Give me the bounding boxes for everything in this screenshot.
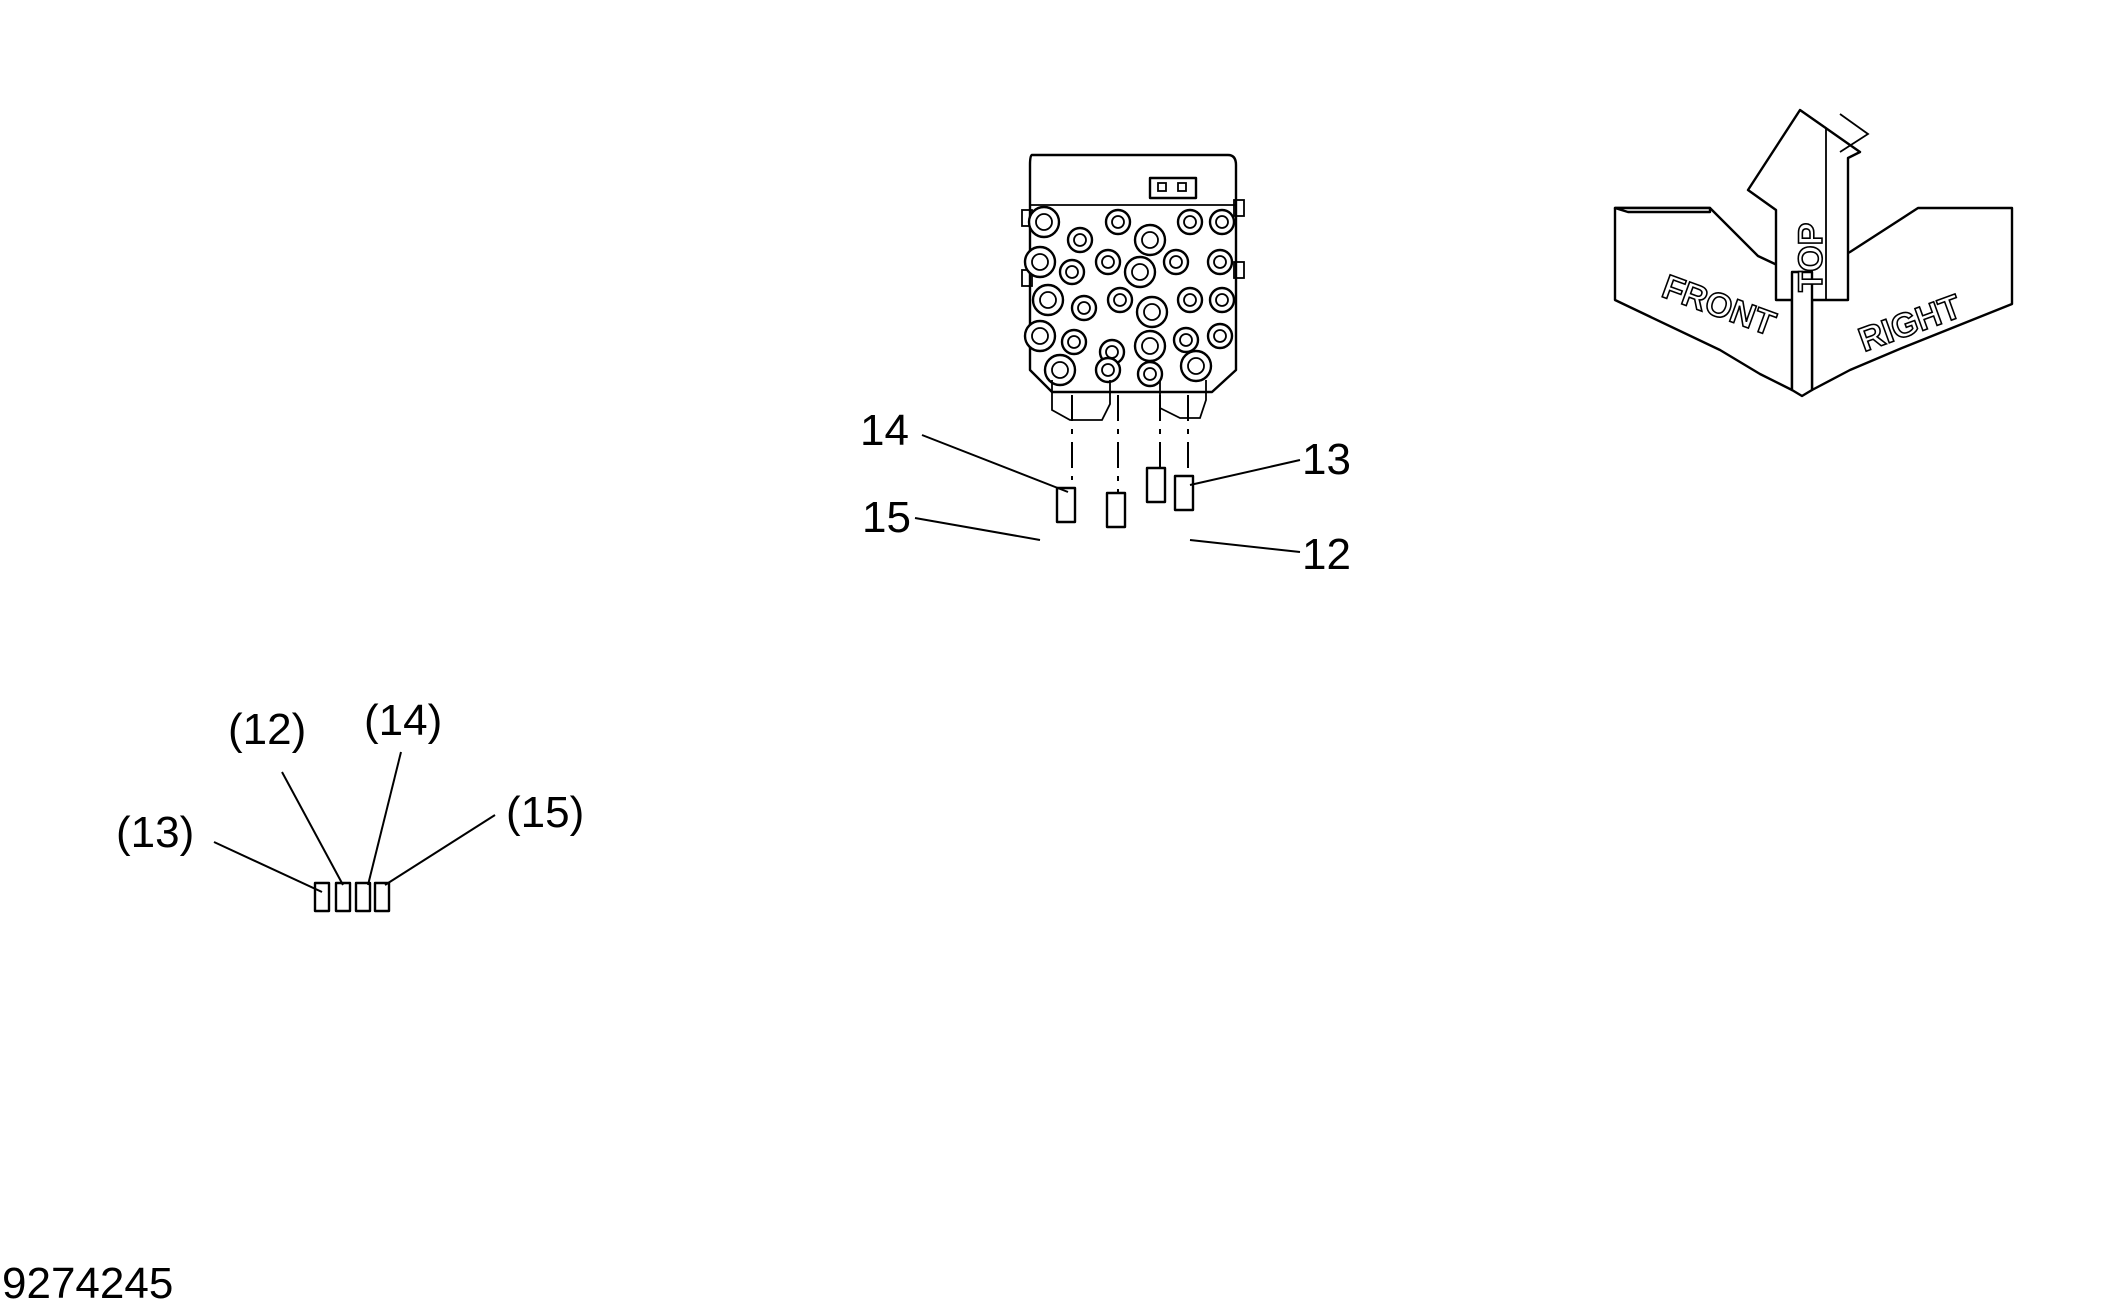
valve-bolt	[1123, 255, 1157, 289]
valve-bolt-core	[1101, 363, 1115, 377]
valve-bolt-core	[1035, 213, 1053, 231]
valve-bolt	[1094, 356, 1122, 384]
valve-bolt	[1135, 295, 1169, 329]
valve-bolt-core	[1183, 215, 1197, 229]
valve-bolt-core	[1215, 293, 1229, 307]
hose-fitting	[1105, 491, 1127, 529]
drawing-number: 9274245	[2, 1259, 174, 1308]
hose-fitting	[334, 881, 352, 913]
hose-fitting	[1055, 486, 1077, 524]
valve-bolt-core	[1067, 335, 1081, 349]
hose-fitting	[373, 881, 391, 913]
valve-bolt-core	[1215, 215, 1229, 229]
valve-bolt-core	[1179, 333, 1193, 347]
callout-15: 15	[862, 493, 911, 542]
valve-bolt-core	[1169, 255, 1183, 269]
callout-15-ref: (15)	[506, 788, 584, 837]
valve-bolt-core	[1183, 293, 1197, 307]
valve-bolt	[1133, 329, 1167, 363]
hose-fitting	[1145, 466, 1167, 504]
callout-14-ref: (14)	[364, 696, 442, 745]
valve-bolt-core	[1031, 327, 1049, 345]
valve-bolt	[1206, 248, 1234, 276]
valve-bolt-core	[1141, 231, 1159, 249]
hose-body	[337, 519, 1124, 1242]
valve-bolt	[1179, 349, 1213, 383]
callout-13-ref: (13)	[116, 808, 194, 857]
valve-bolt	[1208, 286, 1236, 314]
valve-bolt	[1070, 294, 1098, 322]
valve-bolt-core	[1141, 337, 1159, 355]
hose-fitting	[354, 881, 372, 913]
callouts: 14 15 13 12 (13) (12) (14) (15)	[116, 406, 1351, 857]
valve-bolt-core	[1065, 265, 1079, 279]
valve-bolt-core	[1213, 255, 1227, 269]
valve-bolt	[1104, 208, 1132, 236]
valve-bolt	[1031, 283, 1065, 317]
valve-bolt	[1106, 286, 1134, 314]
orientation-indicator: FRONT RIGHT TOP	[1613, 108, 2014, 398]
callout-12: 12	[1302, 530, 1351, 579]
valve-bolt	[1023, 319, 1057, 353]
valve-bolt	[1043, 353, 1077, 387]
hose-bundle	[313, 466, 1195, 1258]
hose-fitting	[1173, 474, 1195, 512]
valve-bolt	[1094, 248, 1122, 276]
hose-body	[316, 514, 1072, 1234]
valve-bolt-core	[1051, 361, 1069, 379]
valve-bolt-core	[1101, 255, 1115, 269]
valve-bolt	[1208, 208, 1236, 236]
valve-bolt	[1176, 208, 1204, 236]
valve-bolt	[1206, 322, 1234, 350]
valve-bolt	[1027, 205, 1061, 239]
valve-bolt-core	[1039, 291, 1057, 309]
valve-bolt	[1162, 248, 1190, 276]
valve-bolt-core	[1213, 329, 1227, 343]
valve-bolt	[1133, 223, 1167, 257]
valve-bolt-core	[1031, 253, 1049, 271]
valve-bolt	[1060, 328, 1088, 356]
valve-bolt-core	[1131, 263, 1149, 281]
callout-14: 14	[860, 406, 909, 455]
valve-bolt	[1176, 286, 1204, 314]
orient-top-label: TOP	[1792, 223, 1830, 292]
valve-bolt	[1023, 245, 1057, 279]
hose-body	[357, 494, 1166, 1250]
valve-bolt	[1066, 226, 1094, 254]
hose-body	[376, 499, 1194, 1258]
valve-bolt-core	[1143, 303, 1161, 321]
valve-bolt	[1172, 326, 1200, 354]
valve-bolt-core	[1187, 357, 1205, 375]
callout-13: 13	[1302, 435, 1351, 484]
leader-lines	[213, 434, 1301, 893]
valve-bolt-core	[1143, 367, 1157, 381]
valve-bolt	[1058, 258, 1086, 286]
valve-bolt-core	[1111, 215, 1125, 229]
valve-bolt-core	[1077, 301, 1091, 315]
hose-fitting	[313, 881, 331, 913]
pilot-valve-block	[1021, 153, 1245, 421]
callout-12-ref: (12)	[228, 705, 306, 754]
valve-bolt-core	[1073, 233, 1087, 247]
valve-fittings	[1023, 205, 1236, 388]
valve-bolt	[1136, 360, 1164, 388]
valve-bolt-core	[1113, 293, 1127, 307]
port-centerlines	[1071, 395, 1189, 500]
